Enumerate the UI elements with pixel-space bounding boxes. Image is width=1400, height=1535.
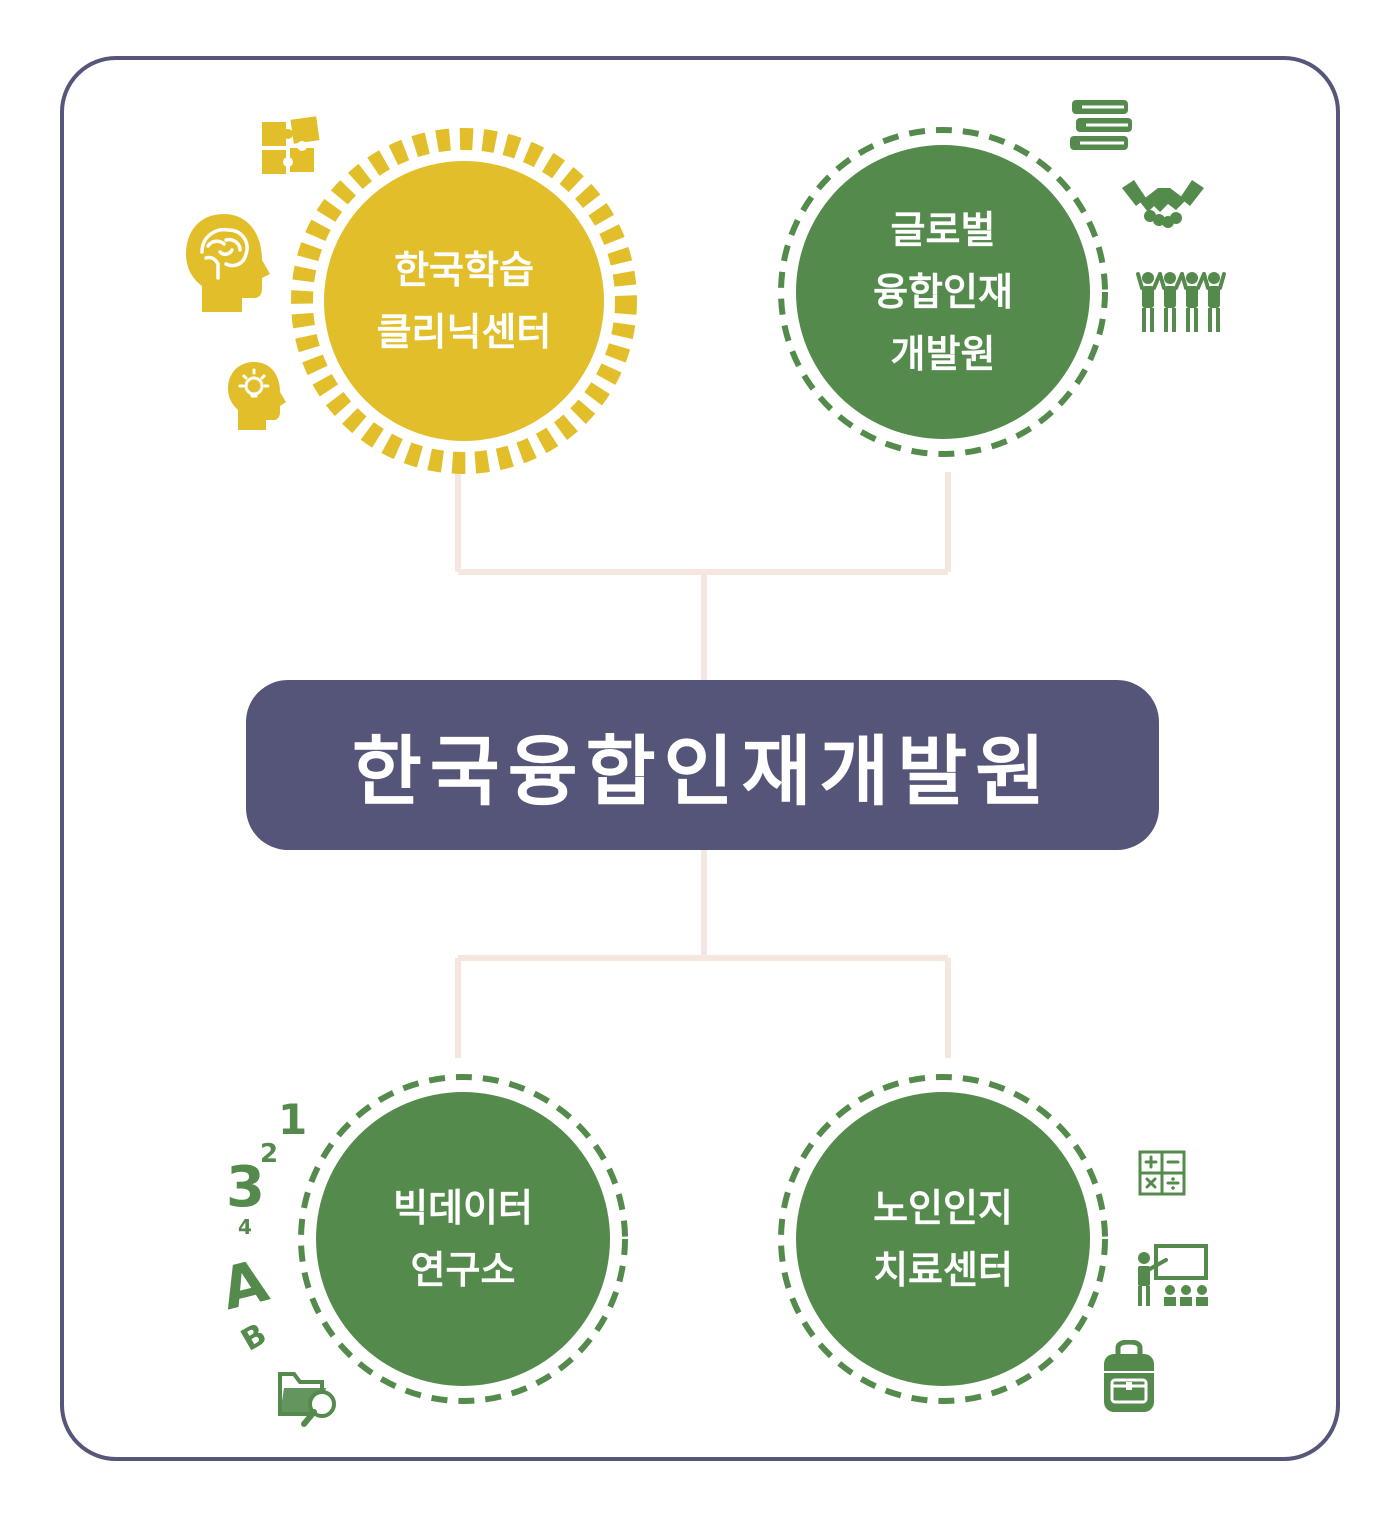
books-icon <box>1070 100 1132 150</box>
calculator-icon <box>1138 1150 1186 1196</box>
brain-head-icon <box>186 214 270 312</box>
teacher-class-icon <box>1138 1244 1208 1306</box>
folder-search-icon <box>278 1372 336 1427</box>
clinic-label: 한국학습 클리닉센터 <box>376 248 552 354</box>
idea-head-icon <box>228 362 286 430</box>
node-big-data: 빅데이터 연구소 <box>296 1072 630 1406</box>
svg-text:A: A <box>220 1246 275 1323</box>
svg-text:3: 3 <box>226 1155 265 1220</box>
global-circle <box>778 127 1108 457</box>
node-global-talent: 글로벌 융합인재 개발원 <box>776 125 1110 459</box>
svg-text:1: 1 <box>278 1095 307 1144</box>
node-learning-clinic: 한국학습 클리닉센터 <box>288 125 640 477</box>
center-org-box: 한국융합인재개발원 <box>246 680 1159 850</box>
svg-text:2: 2 <box>260 1139 278 1169</box>
svg-text:4: 4 <box>238 1215 252 1239</box>
numbers-letters-icon: 1 2 3 4 A B <box>220 1095 307 1359</box>
node-senior-cognition: 노인인지 치료센터 <box>776 1072 1110 1406</box>
puzzle-icon <box>262 116 320 174</box>
senior-circle <box>778 1074 1108 1404</box>
center-org-label: 한국융합인재개발원 <box>351 727 1054 816</box>
handshake-icon <box>1122 180 1204 228</box>
senior-label: 노인인지 치료센터 <box>873 1186 1013 1292</box>
backpack-icon <box>1104 1340 1154 1412</box>
global-label: 글로벌 융합인재 개발원 <box>873 208 1013 376</box>
svg-text:B: B <box>235 1317 272 1359</box>
people-group-icon <box>1136 272 1226 332</box>
bigdata-circle <box>298 1074 628 1404</box>
bigdata-label: 빅데이터 연구소 <box>393 1186 533 1292</box>
clinic-circle <box>291 128 637 474</box>
